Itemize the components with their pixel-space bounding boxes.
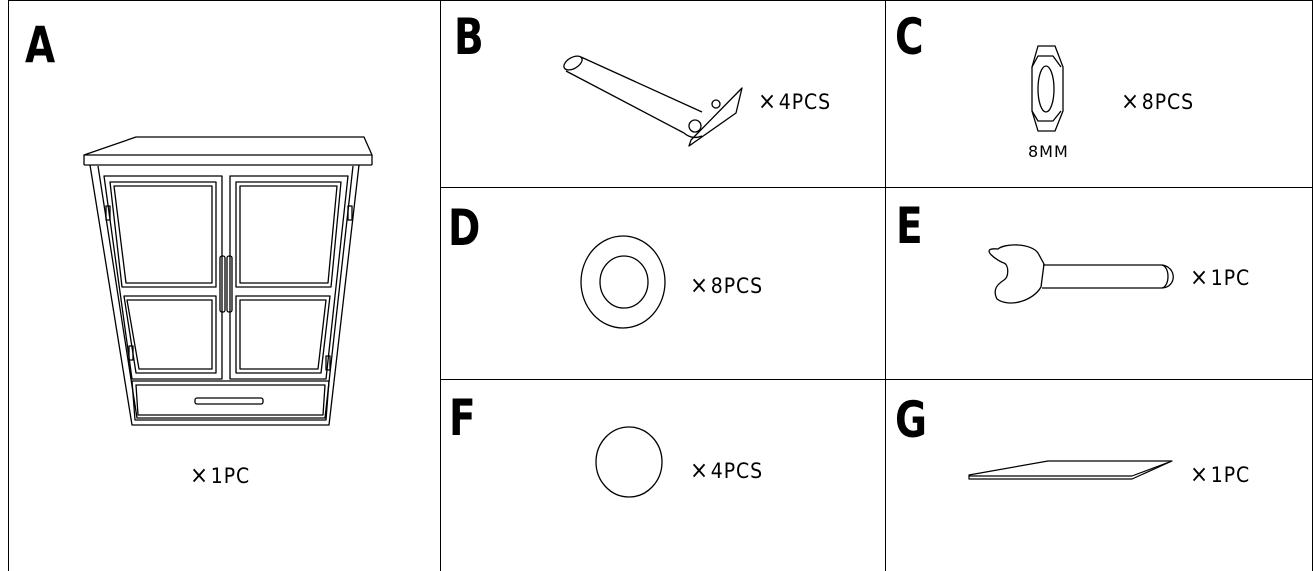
multiply-icon: × (190, 461, 209, 489)
part-letter-a: A (25, 16, 56, 74)
part-quantity-g: ×1PC (1190, 460, 1251, 488)
part-quantity-e: ×1PC (1190, 263, 1251, 291)
wrench-icon (885, 187, 1313, 379)
cabinet-icon (8, 0, 440, 571)
hex-nut-icon (885, 0, 1313, 187)
part-cell-a: A (8, 0, 440, 571)
part-cell-d: D ×8PCS (440, 187, 885, 379)
multiply-icon: × (690, 271, 709, 299)
nut-size-label: 8MM (1028, 142, 1069, 161)
part-cell-f: F ×4PCS (440, 379, 885, 571)
part-cell-g: G ×1PC (885, 379, 1313, 571)
part-letter-f: F (449, 389, 476, 447)
part-quantity-b: ×4PCS (758, 87, 832, 115)
felt-pad-icon (440, 379, 885, 571)
washer-icon (440, 187, 885, 379)
part-cell-e: E ×1PC (885, 187, 1313, 379)
leg-icon (440, 0, 885, 187)
multiply-icon: × (1190, 263, 1209, 291)
part-letter-e: E (896, 197, 923, 255)
multiply-icon: × (1121, 87, 1140, 115)
multiply-icon: × (1190, 460, 1209, 488)
part-quantity-a: ×1PC (190, 461, 251, 489)
part-cell-b: B ×4PCS (440, 0, 885, 187)
part-cell-c: C 8MM ×8PCS (885, 0, 1313, 187)
part-letter-b: B (454, 8, 484, 66)
part-quantity-c: ×8PCS (1121, 87, 1195, 115)
multiply-icon: × (758, 87, 777, 115)
part-letter-g: G (895, 391, 928, 449)
part-quantity-f: ×4PCS (690, 456, 764, 484)
part-letter-c: C (895, 8, 924, 66)
multiply-icon: × (690, 456, 709, 484)
shelf-board-icon (885, 379, 1313, 571)
part-letter-d: D (448, 199, 481, 257)
part-quantity-d: ×8PCS (690, 271, 764, 299)
